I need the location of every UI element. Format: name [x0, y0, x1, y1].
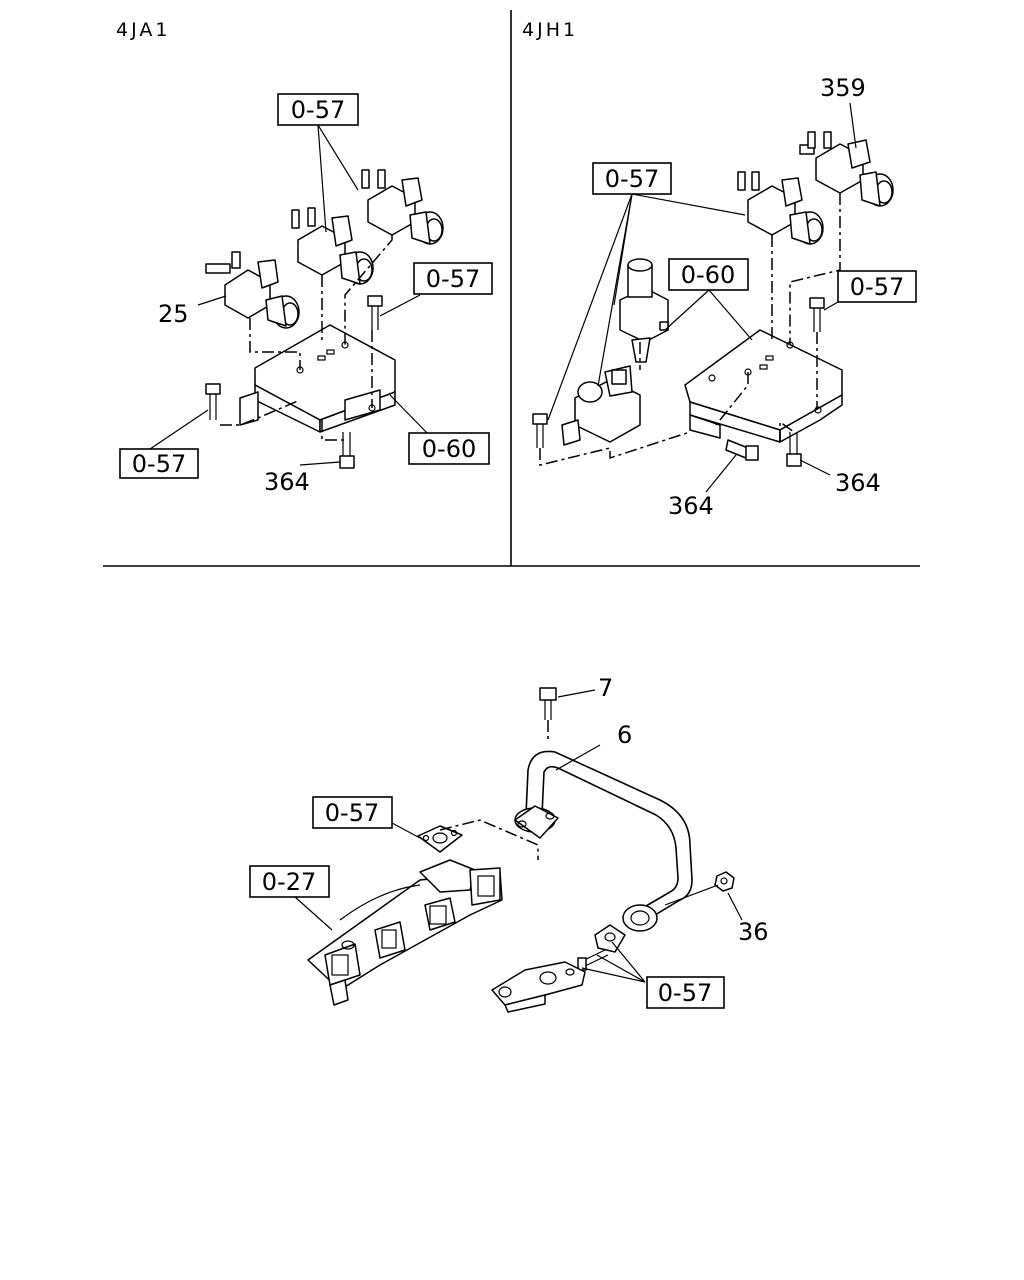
- egr-pipe-6: [514, 750, 693, 932]
- callout-box-057-right-4jh1: [837, 270, 917, 303]
- callout-027: 0-27: [262, 868, 316, 896]
- part-number-6: 6: [617, 721, 632, 749]
- callout-box-057-right-4ja1: [413, 262, 493, 295]
- bracket-plate-4ja1: [239, 324, 396, 433]
- part-number-364-left-4jh1: 364: [668, 492, 714, 520]
- bolt-upper-4jh1: [809, 297, 825, 332]
- callout-057-left-4jh1: 0-57: [605, 165, 659, 193]
- bolt-7: [539, 687, 557, 720]
- gasket-lower: [594, 924, 626, 953]
- vsv-valve-359: [799, 131, 894, 207]
- stud-bolt-lower: [577, 949, 609, 971]
- section-egr-pipe: 0-57 0-27 0-57 7 6 36: [249, 674, 769, 1013]
- header-4ja1: 4JA1: [116, 19, 170, 41]
- part-number-36: 36: [738, 918, 769, 946]
- callout-057-right-4jh1: 0-57: [850, 273, 904, 301]
- vsv-valve-25: [205, 251, 300, 329]
- bolt-364-left-4jh1: [725, 439, 759, 461]
- part-number-359: 359: [820, 74, 866, 102]
- bolt-left-4ja1: [205, 383, 221, 420]
- part-number-7: 7: [598, 674, 613, 702]
- nut-36: [714, 871, 735, 892]
- vsv-valve-upper-4jh1: [737, 171, 824, 245]
- callout-box-057-left-4ja1: [119, 448, 199, 479]
- callout-box-027: [249, 865, 330, 898]
- vsv-valve-middle-4jh1: [619, 258, 669, 363]
- bolt-364-4ja1: [339, 432, 355, 469]
- callout-060-4jh1: 0-60: [681, 261, 735, 289]
- bracket-plate-4jh1: [684, 329, 843, 443]
- callout-box-057-left-4jh1: [592, 162, 672, 195]
- callout-060-4ja1: 0-60: [422, 435, 476, 463]
- part-number-25: 25: [158, 300, 189, 328]
- bolt-upper-4ja1: [367, 295, 383, 330]
- vsv-valve-middle-4ja1: [291, 207, 374, 285]
- callout-box-060-4ja1: [408, 432, 490, 465]
- callout-057-right-4ja1: 0-57: [426, 265, 480, 293]
- part-number-364-4ja1: 364: [264, 468, 310, 496]
- exhaust-manifold: [307, 859, 503, 1006]
- callout-057-left-4ja1: 0-57: [132, 450, 186, 478]
- section-4ja1: 0-57 0-57 0-60 0-57 25 364: [119, 93, 493, 496]
- callout-057-top-4ja1: 0-57: [291, 96, 345, 124]
- callout-box-057-top-4ja1: [277, 93, 359, 126]
- callout-box-060-4jh1: [668, 258, 749, 291]
- callout-box-057-lower: [646, 976, 725, 1009]
- callout-box-057-upper: [312, 796, 393, 829]
- cylinder-head-flange: [491, 961, 586, 1013]
- vsv-valve-lower-4jh1: [561, 365, 641, 446]
- callout-057-upper: 0-57: [325, 799, 379, 827]
- part-number-364-right-4jh1: 364: [835, 469, 881, 497]
- bolt-left-4jh1: [532, 413, 548, 448]
- section-4jh1: 0-57 0-60 0-57 359 364 364: [532, 74, 917, 520]
- vsv-valve-upper-4ja1: [361, 169, 444, 245]
- gasket-upper: [417, 825, 463, 853]
- header-4jh1: 4JH1: [522, 19, 578, 41]
- callout-057-lower: 0-57: [658, 979, 712, 1007]
